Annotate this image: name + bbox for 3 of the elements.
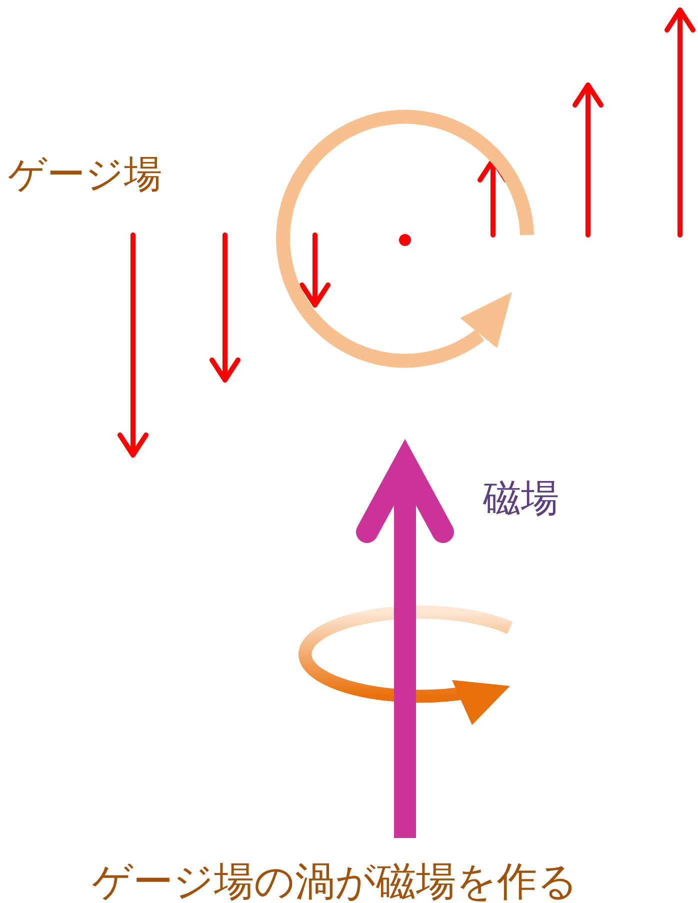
field-label: 磁場 [483,475,559,522]
field-label: ゲージ場 [8,151,162,198]
caption: ゲージ場の渦が磁場を作る [92,858,578,903]
